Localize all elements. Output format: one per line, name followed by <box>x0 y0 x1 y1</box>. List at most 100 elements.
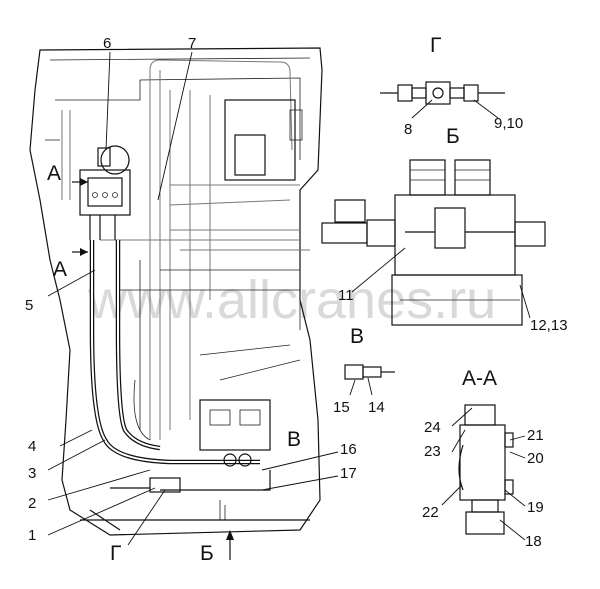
fitting <box>223 453 237 467</box>
bolt <box>112 192 118 198</box>
panel-inner <box>234 134 266 176</box>
frame-lines <box>45 57 311 160</box>
leader-7 <box>157 51 193 201</box>
view-g-union-right <box>449 87 465 99</box>
pump-outlets <box>89 215 116 240</box>
arrowhead <box>226 530 234 540</box>
side-fitting <box>289 109 303 141</box>
view-g-nut-left <box>397 84 413 102</box>
section-arc <box>458 444 464 491</box>
label-7: 7 <box>188 35 196 52</box>
hose-right-core <box>117 240 161 449</box>
view-g-port <box>432 87 444 99</box>
pump-coupling <box>97 147 111 167</box>
view-b-leaders <box>351 247 531 319</box>
pump-unit <box>79 145 131 240</box>
leader-4 <box>59 429 93 447</box>
section-a-a <box>441 404 526 541</box>
section-body <box>459 424 506 501</box>
view-g-union-left <box>411 87 427 99</box>
view-v <box>344 364 395 396</box>
view-b-fitting-top-left <box>409 159 446 196</box>
label-23: 23 <box>424 443 441 460</box>
mid-frame <box>120 269 301 381</box>
label-6: 6 <box>103 35 111 52</box>
leader-1 <box>47 487 156 536</box>
view-b-thread-lines <box>410 169 490 181</box>
view-b-body <box>394 194 516 276</box>
label-1: 1 <box>28 527 36 544</box>
valve-section <box>239 409 261 426</box>
section-port-right <box>504 432 514 448</box>
label-22: 22 <box>422 504 439 521</box>
leader-5 <box>47 269 96 297</box>
view-b-nut-left <box>366 219 396 247</box>
view-b-pipe-left <box>321 222 368 244</box>
label-12-13: 12,13 <box>530 317 568 334</box>
label-5: 5 <box>25 297 33 314</box>
label-11: 11 <box>338 287 354 304</box>
label-14: 14 <box>368 399 385 416</box>
top-pipe-loop <box>149 59 293 151</box>
bolt <box>102 192 108 198</box>
cabin-outline <box>29 47 323 536</box>
section-leaders <box>441 407 526 541</box>
label-v-view: В <box>350 325 364 348</box>
pipe-runs <box>61 70 211 440</box>
label-a-bottom: А <box>53 258 67 281</box>
view-v-leaders <box>349 377 373 396</box>
view-b-base <box>391 274 523 326</box>
view-g-leaders <box>411 99 499 119</box>
label-a-top: А <box>47 162 61 185</box>
leader-17 <box>261 475 339 491</box>
arrowhead <box>80 248 88 256</box>
view-v-nut <box>362 366 382 378</box>
label-v-main: В <box>287 428 301 451</box>
label-18: 18 <box>525 533 542 550</box>
view-b <box>321 159 546 326</box>
label-9-10: 9,10 <box>494 115 523 132</box>
label-2: 2 <box>28 495 36 512</box>
leader-3 <box>47 439 106 471</box>
label-g-view: Г <box>430 34 441 57</box>
horizontal-pipes <box>100 184 310 251</box>
label-19: 19 <box>527 499 544 516</box>
section-union <box>471 499 499 513</box>
label-24: 24 <box>424 419 441 436</box>
label-section-a-a: А-А <box>462 367 497 390</box>
view-b-fitting-top-right <box>454 159 491 196</box>
label-8: 8 <box>404 121 412 138</box>
section-port-lower <box>504 479 514 495</box>
label-4: 4 <box>28 438 36 455</box>
label-17: 17 <box>340 465 357 482</box>
view-g <box>380 81 505 119</box>
view-b-core <box>434 207 466 249</box>
label-16: 16 <box>340 441 357 458</box>
valve-block <box>199 399 271 451</box>
label-3: 3 <box>28 465 36 482</box>
aux-lines <box>133 260 151 441</box>
section-nut-bottom <box>465 511 505 535</box>
view-v-body <box>344 364 364 380</box>
label-b-main: Б <box>200 542 214 565</box>
leader-6 <box>105 51 111 151</box>
label-20: 20 <box>527 450 544 467</box>
pump-motor <box>100 145 130 175</box>
label-g-main: Г <box>110 542 121 565</box>
leader-16 <box>261 451 339 471</box>
arrowhead <box>80 178 88 186</box>
pipe-elbow <box>219 500 240 521</box>
view-b-solenoid <box>334 199 366 223</box>
fitting <box>238 453 252 467</box>
fitting-g <box>149 477 181 493</box>
leader-2 <box>47 469 151 501</box>
view-b-nut-right <box>514 221 546 247</box>
view-g-nut-right <box>463 84 479 102</box>
label-21: 21 <box>527 427 544 444</box>
label-15: 15 <box>333 399 350 416</box>
view-g-tee <box>425 81 451 105</box>
base-frame <box>80 509 310 531</box>
valve-section <box>209 409 231 426</box>
